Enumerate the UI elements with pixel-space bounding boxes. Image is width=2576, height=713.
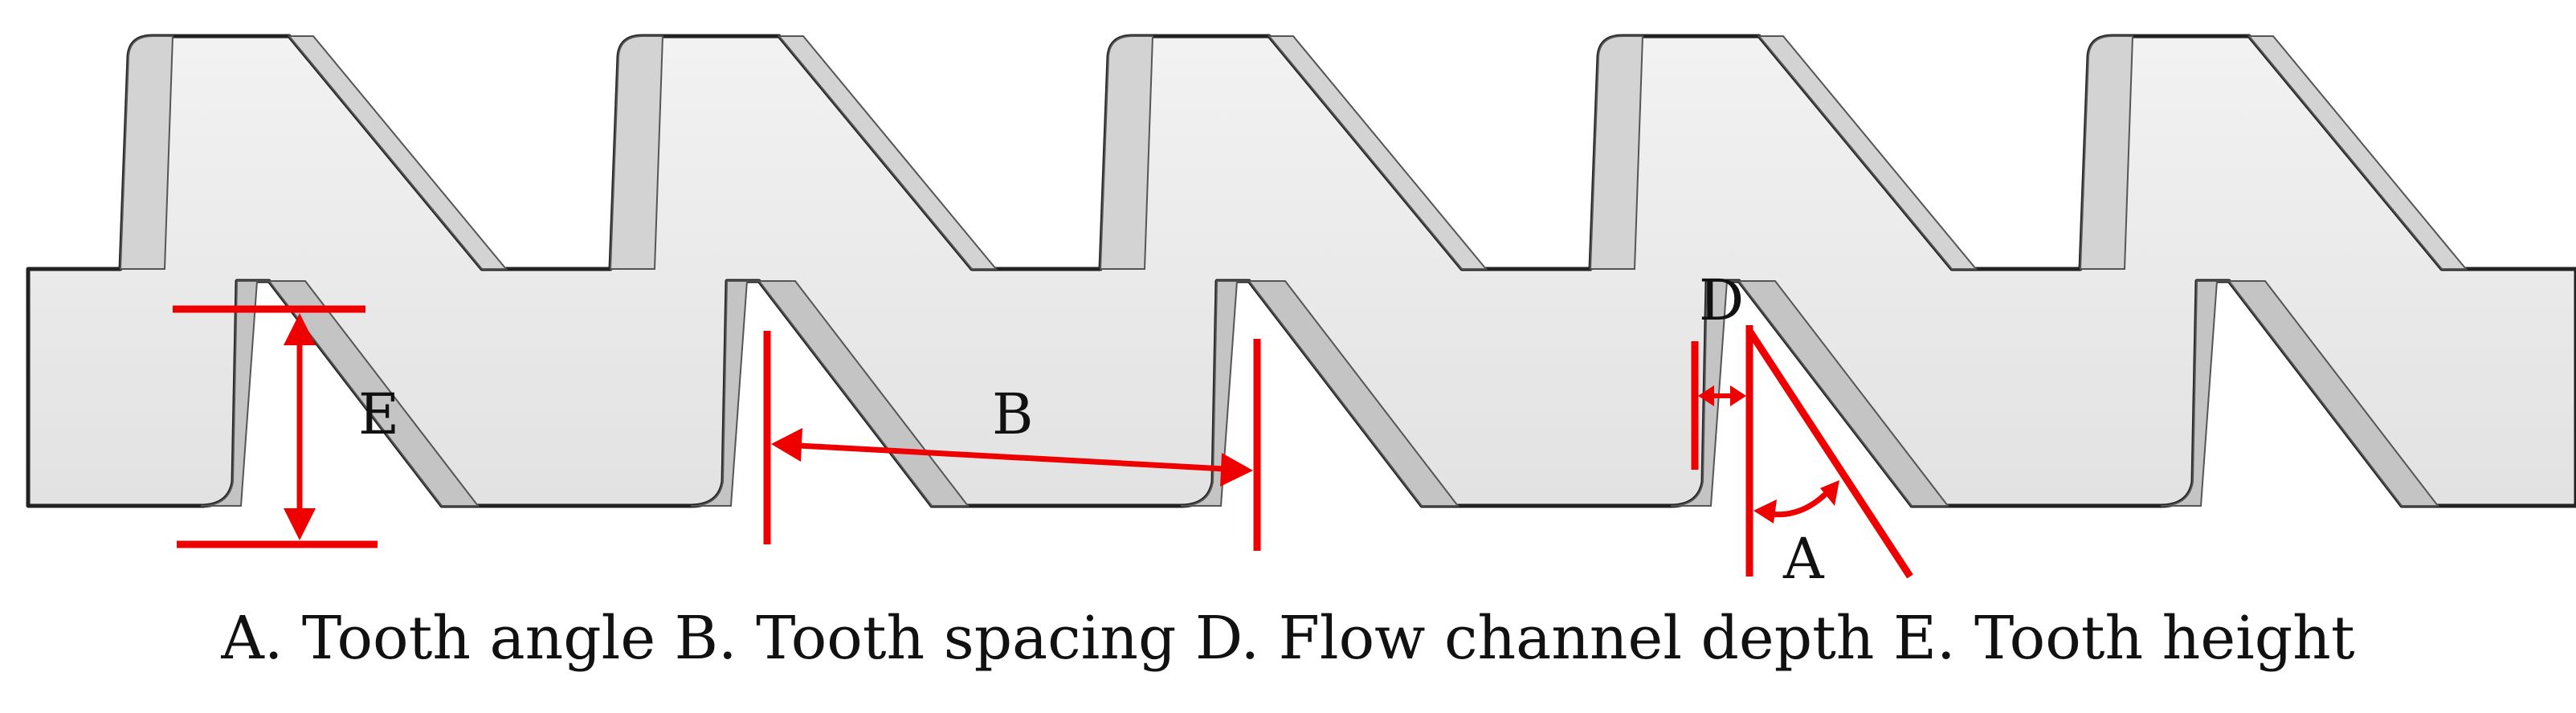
upper-slope-face	[2247, 35, 2468, 270]
dimension-e-arrowhead-down	[284, 508, 316, 540]
upper-slope-face	[1757, 35, 1978, 270]
upper-slope-face	[1267, 35, 1488, 270]
dimension-e-arrowhead-up	[284, 313, 316, 345]
upper-slope-face	[287, 35, 508, 270]
dimension-d-arrowhead-left	[1698, 385, 1714, 406]
lower-slope-face	[2227, 280, 2440, 507]
upper-tooth-faces	[119, 35, 2468, 270]
dimension-b-arrowhead-left	[771, 428, 802, 462]
upper-tooth-face	[119, 35, 174, 270]
dimension-b-arrowhead-right	[1220, 453, 1253, 487]
figure-caption: A. Tooth angle B. Tooth spacing D. Flow …	[221, 604, 2355, 673]
label-a: A	[1782, 526, 1825, 592]
lower-slope-face	[1247, 280, 1460, 507]
channel-body	[26, 34, 2576, 508]
lower-tooth-face	[1180, 280, 1249, 507]
lower-tooth-face	[200, 280, 269, 507]
dimension-b-arrow-shaft	[798, 442, 1226, 472]
lower-slope-face	[1737, 280, 1950, 507]
dimension-d	[1691, 325, 1753, 577]
dimension-d-arrowhead-right	[1730, 385, 1746, 406]
label-e: E	[358, 381, 399, 447]
upper-tooth-face	[609, 35, 664, 270]
lower-slope-face	[267, 280, 480, 507]
lower-tooth-face	[690, 280, 759, 507]
dimension-a-arrowhead-left	[1753, 499, 1777, 524]
dimension-b	[763, 331, 1261, 551]
dimension-annotations	[173, 305, 1913, 579]
dimension-a	[1746, 328, 1913, 579]
label-d: D	[1699, 267, 1744, 333]
dimension-e	[173, 305, 378, 548]
upper-slope-face	[777, 35, 998, 270]
upper-tooth-face	[1099, 35, 1154, 270]
dimension-a-arrowhead-right	[1820, 480, 1839, 506]
dimension-a-slope-line	[1746, 328, 1913, 579]
upper-tooth-face	[2079, 35, 2134, 270]
label-b: B	[992, 381, 1033, 447]
upper-tooth-face	[1589, 35, 1644, 270]
lower-tooth-face	[2160, 280, 2229, 507]
